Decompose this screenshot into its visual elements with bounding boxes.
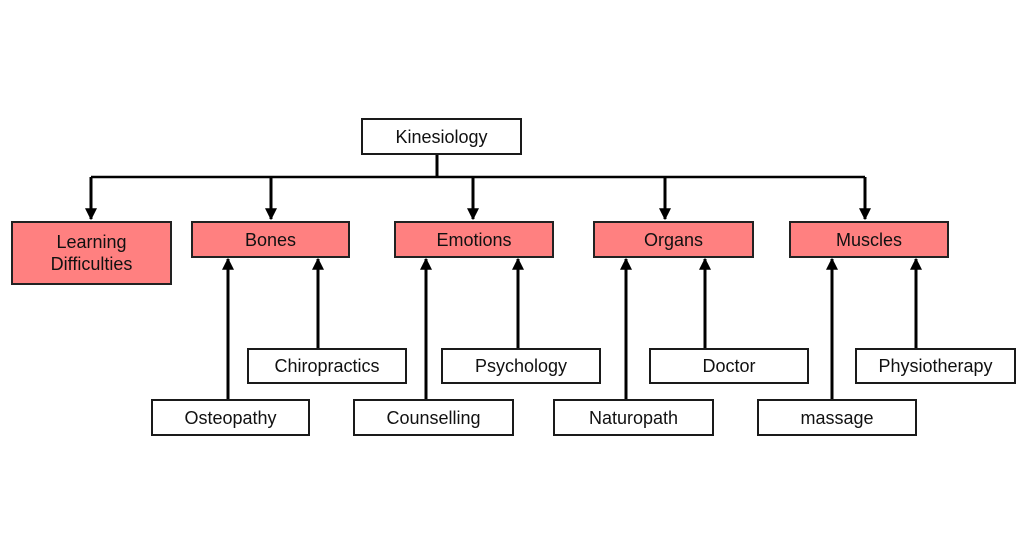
therapy-psychology: Psychology xyxy=(441,348,601,384)
category-learning-difficulties: Learning Difficulties xyxy=(11,221,172,285)
root-label: Kinesiology xyxy=(395,126,488,147)
therapy-osteopathy: Osteopathy xyxy=(151,399,310,436)
category-muscles: Muscles xyxy=(789,221,949,258)
therapy-label: Psychology xyxy=(474,356,568,376)
category-label: Bones xyxy=(244,229,297,250)
root-node-kinesiology: Kinesiology xyxy=(361,118,522,155)
therapy-counselling: Counselling xyxy=(353,399,514,436)
category-label: Muscles xyxy=(835,229,902,250)
category-label: Organs xyxy=(643,229,704,250)
category-organs: Organs xyxy=(593,221,754,258)
therapy-naturopath: Naturopath xyxy=(553,399,714,436)
category-emotions: Emotions xyxy=(394,221,554,258)
therapy-label: Naturopath xyxy=(588,407,679,428)
therapy-chiropractics: Chiropractics xyxy=(247,348,407,384)
therapy-label: Osteopathy xyxy=(184,407,277,428)
category-bones: Bones xyxy=(191,221,350,258)
therapy-massage: massage xyxy=(757,399,917,436)
therapy-label: Chiropractics xyxy=(274,356,380,376)
therapy-label: Counselling xyxy=(386,407,481,428)
therapy-label: Doctor xyxy=(702,356,756,376)
therapy-physiotherapy: Physiotherapy xyxy=(855,348,1016,384)
therapy-label: massage xyxy=(800,407,874,428)
category-label: Learning Difficulties xyxy=(50,232,133,274)
therapy-doctor: Doctor xyxy=(649,348,809,384)
therapy-label: Physiotherapy xyxy=(878,356,993,376)
category-label: Emotions xyxy=(436,229,512,250)
